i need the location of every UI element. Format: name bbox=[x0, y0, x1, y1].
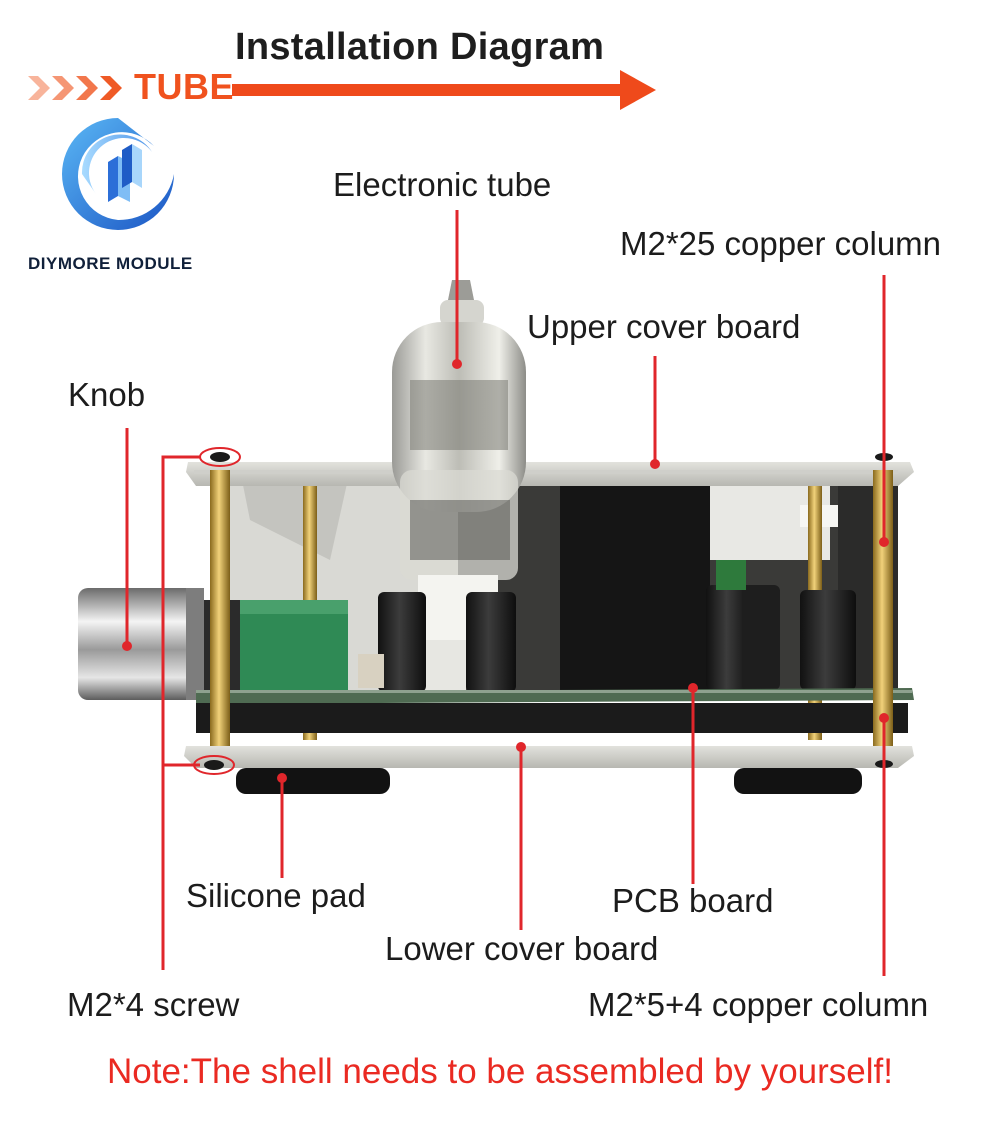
diymore-logo-icon bbox=[62, 118, 174, 230]
header-arrow-head bbox=[620, 70, 656, 110]
label-knob: Knob bbox=[68, 376, 146, 413]
brand-name: DIYMORE MODULE bbox=[28, 254, 193, 273]
label-m2x25-copper-column: M2*25 copper column bbox=[620, 225, 942, 262]
label-upper-cover-board: Upper cover board bbox=[527, 308, 801, 345]
label-m2x4-screw: M2*4 screw bbox=[67, 986, 240, 1023]
assembly-note: Note:The shell needs to be assembled by … bbox=[107, 1052, 893, 1091]
label-silicone-pad: Silicone pad bbox=[186, 877, 366, 914]
label-electronic-tube: Electronic tube bbox=[333, 166, 552, 203]
header-arrow-shaft bbox=[232, 84, 624, 96]
label-pcb-board: PCB board bbox=[612, 882, 774, 919]
tube-tag: TUBE bbox=[134, 66, 234, 107]
label-lower-cover-board: Lower cover board bbox=[385, 930, 659, 967]
chevron-right-icon bbox=[28, 76, 122, 100]
label-m2x5-4-copper-column: M2*5+4 copper column bbox=[588, 986, 929, 1023]
diagram-title: Installation Diagram bbox=[235, 26, 605, 68]
